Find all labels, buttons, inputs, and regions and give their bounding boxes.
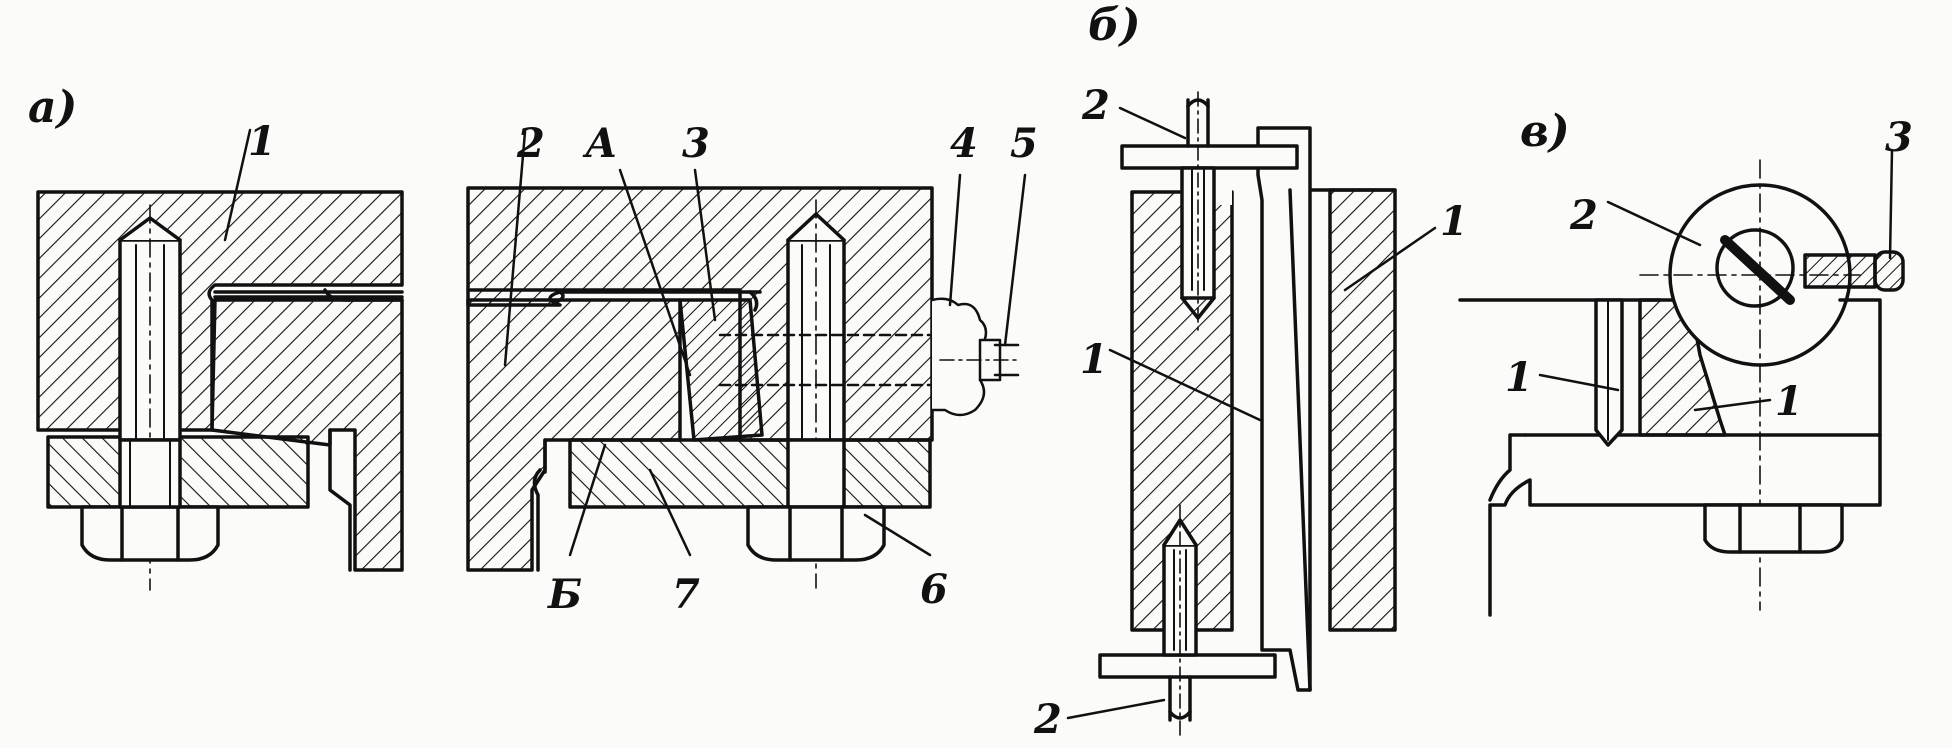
nut-a [80, 505, 220, 562]
right-part-b [1328, 188, 1397, 632]
adjusting-screw [718, 297, 1021, 417]
nut-6 [746, 505, 886, 562]
base-body-v [1488, 433, 1882, 617]
top-bracket [1120, 144, 1299, 170]
side-block-a-left [210, 298, 404, 572]
body-2 [466, 298, 682, 572]
view-a-left [36, 128, 404, 591]
lock-screw-3 [1803, 250, 1905, 292]
view-b [1066, 91, 1437, 736]
tapered-gib-1 [1256, 126, 1312, 692]
nut-v [1703, 503, 1844, 554]
view-v [1458, 148, 1905, 617]
view-a-right [466, 130, 1027, 589]
wedge-3 [678, 298, 764, 442]
gib-strip-7 [568, 438, 932, 509]
bottom-bracket [1098, 653, 1277, 679]
